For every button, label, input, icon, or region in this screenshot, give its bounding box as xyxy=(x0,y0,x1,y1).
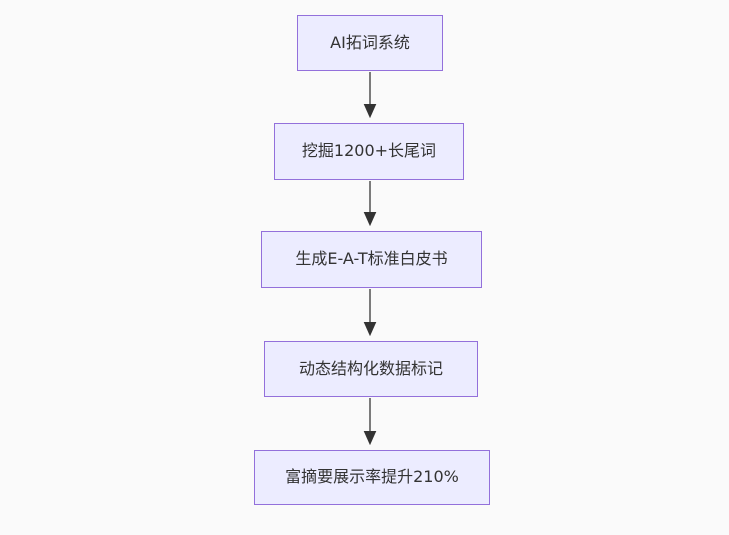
node-label: AI拓词系统 xyxy=(330,32,410,52)
node-label: 生成E-A-T标准白皮书 xyxy=(295,249,448,269)
node-label: 动态结构化数据标记 xyxy=(298,358,443,378)
node-label: 挖掘1200+长尾词 xyxy=(301,141,437,161)
node-dynamic-structured-data-markup: 动态结构化数据标记 xyxy=(264,341,478,397)
node-eat-whitepaper-generation: 生成E-A-T标准白皮书 xyxy=(261,231,482,288)
node-label: 富摘要展示率提升210% xyxy=(285,467,459,487)
node-rich-snippet-rate-result: 富摘要展示率提升210% xyxy=(254,450,490,505)
node-longtail-keyword-mining: 挖掘1200+长尾词 xyxy=(274,123,464,180)
node-ai-word-expansion-system: AI拓词系统 xyxy=(297,15,443,71)
